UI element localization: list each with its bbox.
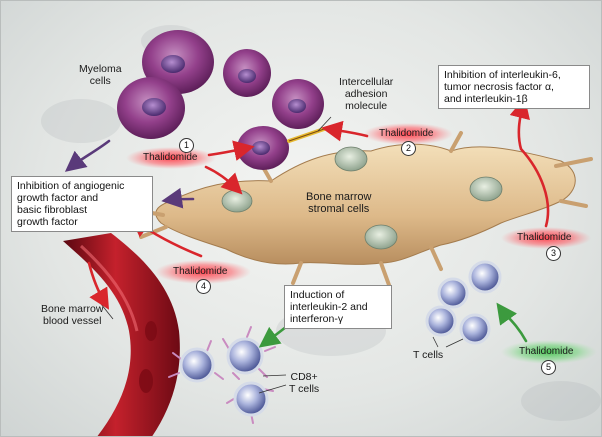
- adhesion-molecule-label: Intercellular adhesion molecule: [339, 76, 393, 112]
- step-3-badge: 3: [546, 246, 561, 261]
- step-5-badge: 5: [541, 360, 556, 375]
- myeloma-cells-label: Myeloma cells: [79, 63, 122, 87]
- blood-vessel-label: Bone marrow blood vessel: [41, 303, 103, 327]
- interleukin6-inhibition-box: Inhibition of interleukin-6, tumor necro…: [438, 65, 590, 109]
- bone-marrow-blood-vessel: [63, 233, 180, 437]
- cd8-t-cells-label: CD8+ T cells: [289, 371, 319, 395]
- angiogenic-inhibition-box: Inhibition of angiogenic growth factor a…: [11, 176, 153, 232]
- stromal-cells-label: Bone marrow stromal cells: [306, 191, 371, 215]
- t-cells-label: T cells: [413, 349, 443, 361]
- thalidomide-label-5: Thalidomide: [519, 346, 573, 357]
- cd8-t-cells: [181, 339, 267, 415]
- thalidomide-label-1: Thalidomide: [143, 152, 197, 163]
- step-2-badge: 2: [401, 141, 416, 156]
- adhesion-molecule-outline: [289, 128, 327, 141]
- step-1-badge: 1: [179, 138, 194, 153]
- step-4-badge: 4: [196, 279, 211, 294]
- t-cells-cluster: [427, 262, 500, 343]
- thalidomide-label-4: Thalidomide: [173, 266, 227, 277]
- interleukin2-induction-box: Induction of interleukin-2 and interfero…: [284, 285, 392, 329]
- thalidomide-label-3: Thalidomide: [517, 232, 571, 243]
- thalidomide-label-2: Thalidomide: [379, 128, 433, 139]
